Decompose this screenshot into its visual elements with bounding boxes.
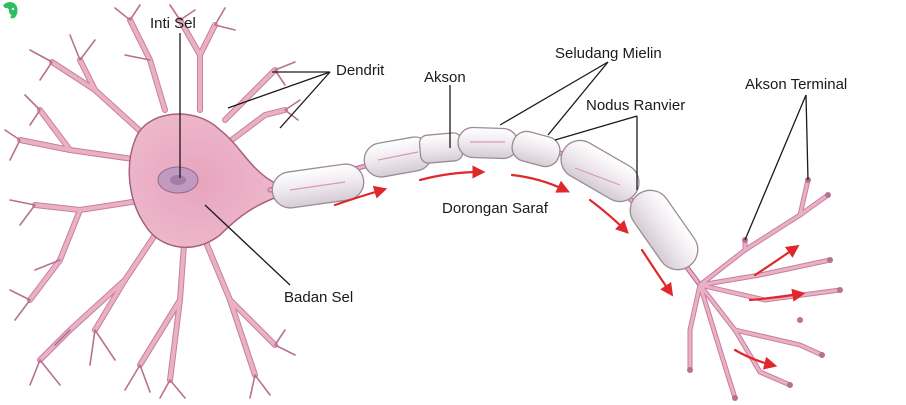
label-dendrit: Dendrit [336,62,385,79]
leader-lines [179,33,809,286]
impulse-arrow [733,348,778,370]
myelin-segment [629,189,699,271]
myelin-segment [418,132,464,164]
myelin-segment [457,126,519,160]
axon-terminal-branches [687,177,843,401]
myelin-segment [560,139,640,203]
myelin-segment [511,130,561,168]
label-nodus-ranvier: Nodus Ranvier [586,97,686,114]
impulse-arrow [588,198,629,234]
dendrites [4,4,301,399]
label-seludang-mielin: Seludang Mielin [555,45,662,62]
impulse-arrow [510,173,570,193]
impulse-arrows [333,165,806,370]
label-akson-terminal: Akson Terminal [745,76,848,93]
label-dorongan-saraf: Dorongan Saraf [442,200,548,217]
label-akson: Akson [424,69,466,86]
cell-body [128,113,284,249]
evernote-elephant-icon[interactable] [0,0,22,22]
label-inti-sel: Inti Sel [150,15,196,32]
impulse-arrow [333,185,388,207]
impulse-arrow [640,248,674,297]
label-badan-sel: Badan Sel [284,289,354,306]
impulse-arrow [748,288,806,302]
impulse-arrow [753,244,800,277]
impulse-arrow [418,165,486,182]
